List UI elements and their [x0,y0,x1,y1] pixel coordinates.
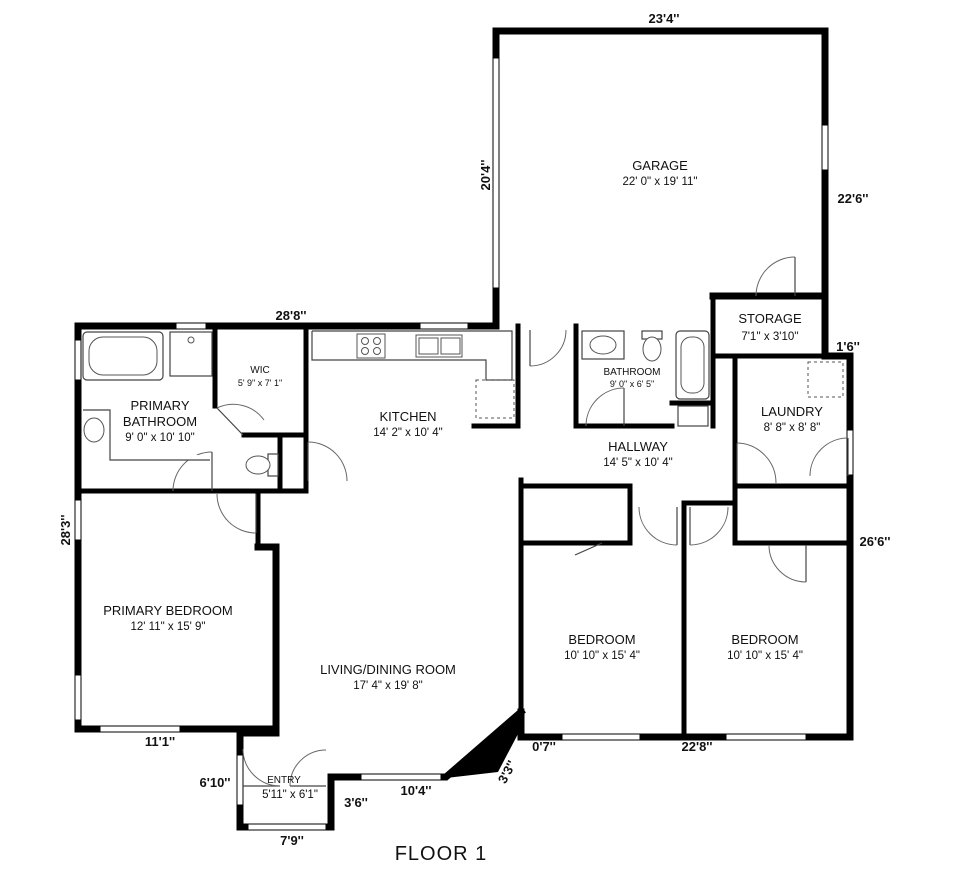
garage-dims: 22' 0" x 19' 11" [622,176,697,188]
primary-bathroom-name-1: PRIMARY [131,398,190,413]
bathroom-dims: 9' 0" x 6' 5" [610,379,654,389]
floor-title: FLOOR 1 [395,843,488,865]
living-dining-dims: 17' 4" x 19' 8" [353,680,422,692]
wic-name: WIC [250,365,269,376]
storage-name: STORAGE [738,311,802,326]
primary-bathroom-dims: 9' 0" x 10' 10" [125,432,194,444]
dim-living-bottom: 10'4'' [401,783,432,798]
hallway-dims: 14' 5" x 10' 4" [603,457,672,469]
bedroom-1-name: BEDROOM [568,632,635,647]
dim-garage-top: 23'4'' [649,11,680,26]
dim-garage-right: 22'6'' [838,191,869,206]
dim-jog: 0'7'' [532,739,556,754]
dim-entry-left: 6'10'' [200,775,231,790]
wic-dims: 5' 9" x 7' 1" [238,378,282,388]
exterior-dimensions: 23'4'' 20'4'' 22'6'' 28'8'' 1'6'' 28'3''… [58,11,890,848]
sink [83,417,105,443]
bedroom-2-name: BEDROOM [731,632,798,647]
bathroom-name: BATHROOM [603,367,660,378]
storage-dims: 7'1'' x 3'10'' [741,331,798,343]
entry-dims: 5'11" x 6'1" [262,789,318,801]
entry-name: ENTRY [267,775,301,786]
room-labels: GARAGE 22' 0" x 19' 11" STORAGE 7'1'' x … [103,158,823,801]
dim-south-bedrooms: 22'8'' [682,739,713,754]
primary-bedroom-dims: 12' 11" x 15' 9" [130,621,205,633]
dim-entry-right: 3'6'' [344,795,368,810]
interior-walls [75,293,853,740]
dim-east: 26'6'' [860,534,891,549]
bedroom-1-dims: 10' 10" x 15' 4" [564,650,640,662]
primary-bathroom-name-2: BATHROOM [123,414,197,429]
stove [356,333,386,359]
kitchen-name: KITCHEN [379,409,436,424]
angled-bay-wall [446,712,521,778]
living-dining-name: LIVING/DINING ROOM [320,662,456,677]
dim-south-primary: 11'1'' [145,734,175,749]
dim-west: 28'3'' [58,515,73,546]
dim-garage-left: 20'4'' [478,160,493,191]
kitchen-dims: 14' 2" x 10' 4" [373,427,442,439]
dim-entry-bottom: 7'9'' [280,833,304,848]
dim-storage-step: 1'6'' [836,339,860,354]
dim-north: 28'8'' [276,308,307,323]
hallway-name: HALLWAY [608,439,668,454]
doors [172,256,849,787]
primary-bedroom-name: PRIMARY BEDROOM [103,603,233,618]
laundry-dims: 8' 8" x 8' 8" [764,422,821,434]
windows [74,57,854,831]
laundry-name: LAUNDRY [761,404,823,419]
fixtures [82,330,844,477]
bedroom-2-dims: 10' 10" x 15' 4" [727,650,803,662]
garage-name: GARAGE [632,158,688,173]
